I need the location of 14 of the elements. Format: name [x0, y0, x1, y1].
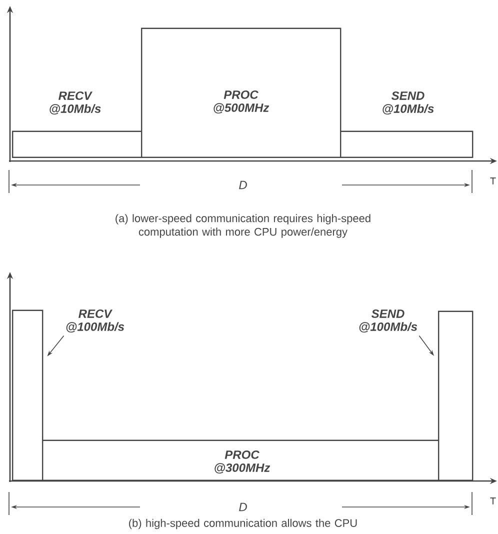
axis-label: T [490, 178, 496, 184]
caption: (b) high-speed communication allows the CPU [129, 518, 357, 530]
callout-label: RECV @100Mb/s [66, 309, 124, 333]
bar-label: PROC @500MHz [214, 90, 270, 114]
bar-label: PROC @300MHz [214, 450, 270, 474]
callout-label: SEND @100Mb/s [359, 309, 418, 333]
bar-label: SEND @10Mb/s [382, 91, 434, 115]
dimension-label: D [239, 502, 247, 512]
caption: (a) lower-speed communication requires high-speed computation with more CPU power/energy [116, 214, 370, 238]
axis-label: T [490, 498, 496, 504]
bar [438, 310, 474, 481]
bar-label: RECV @10Mb/s [50, 91, 101, 115]
bar [12, 310, 44, 481]
dimension-label: D [239, 180, 247, 190]
